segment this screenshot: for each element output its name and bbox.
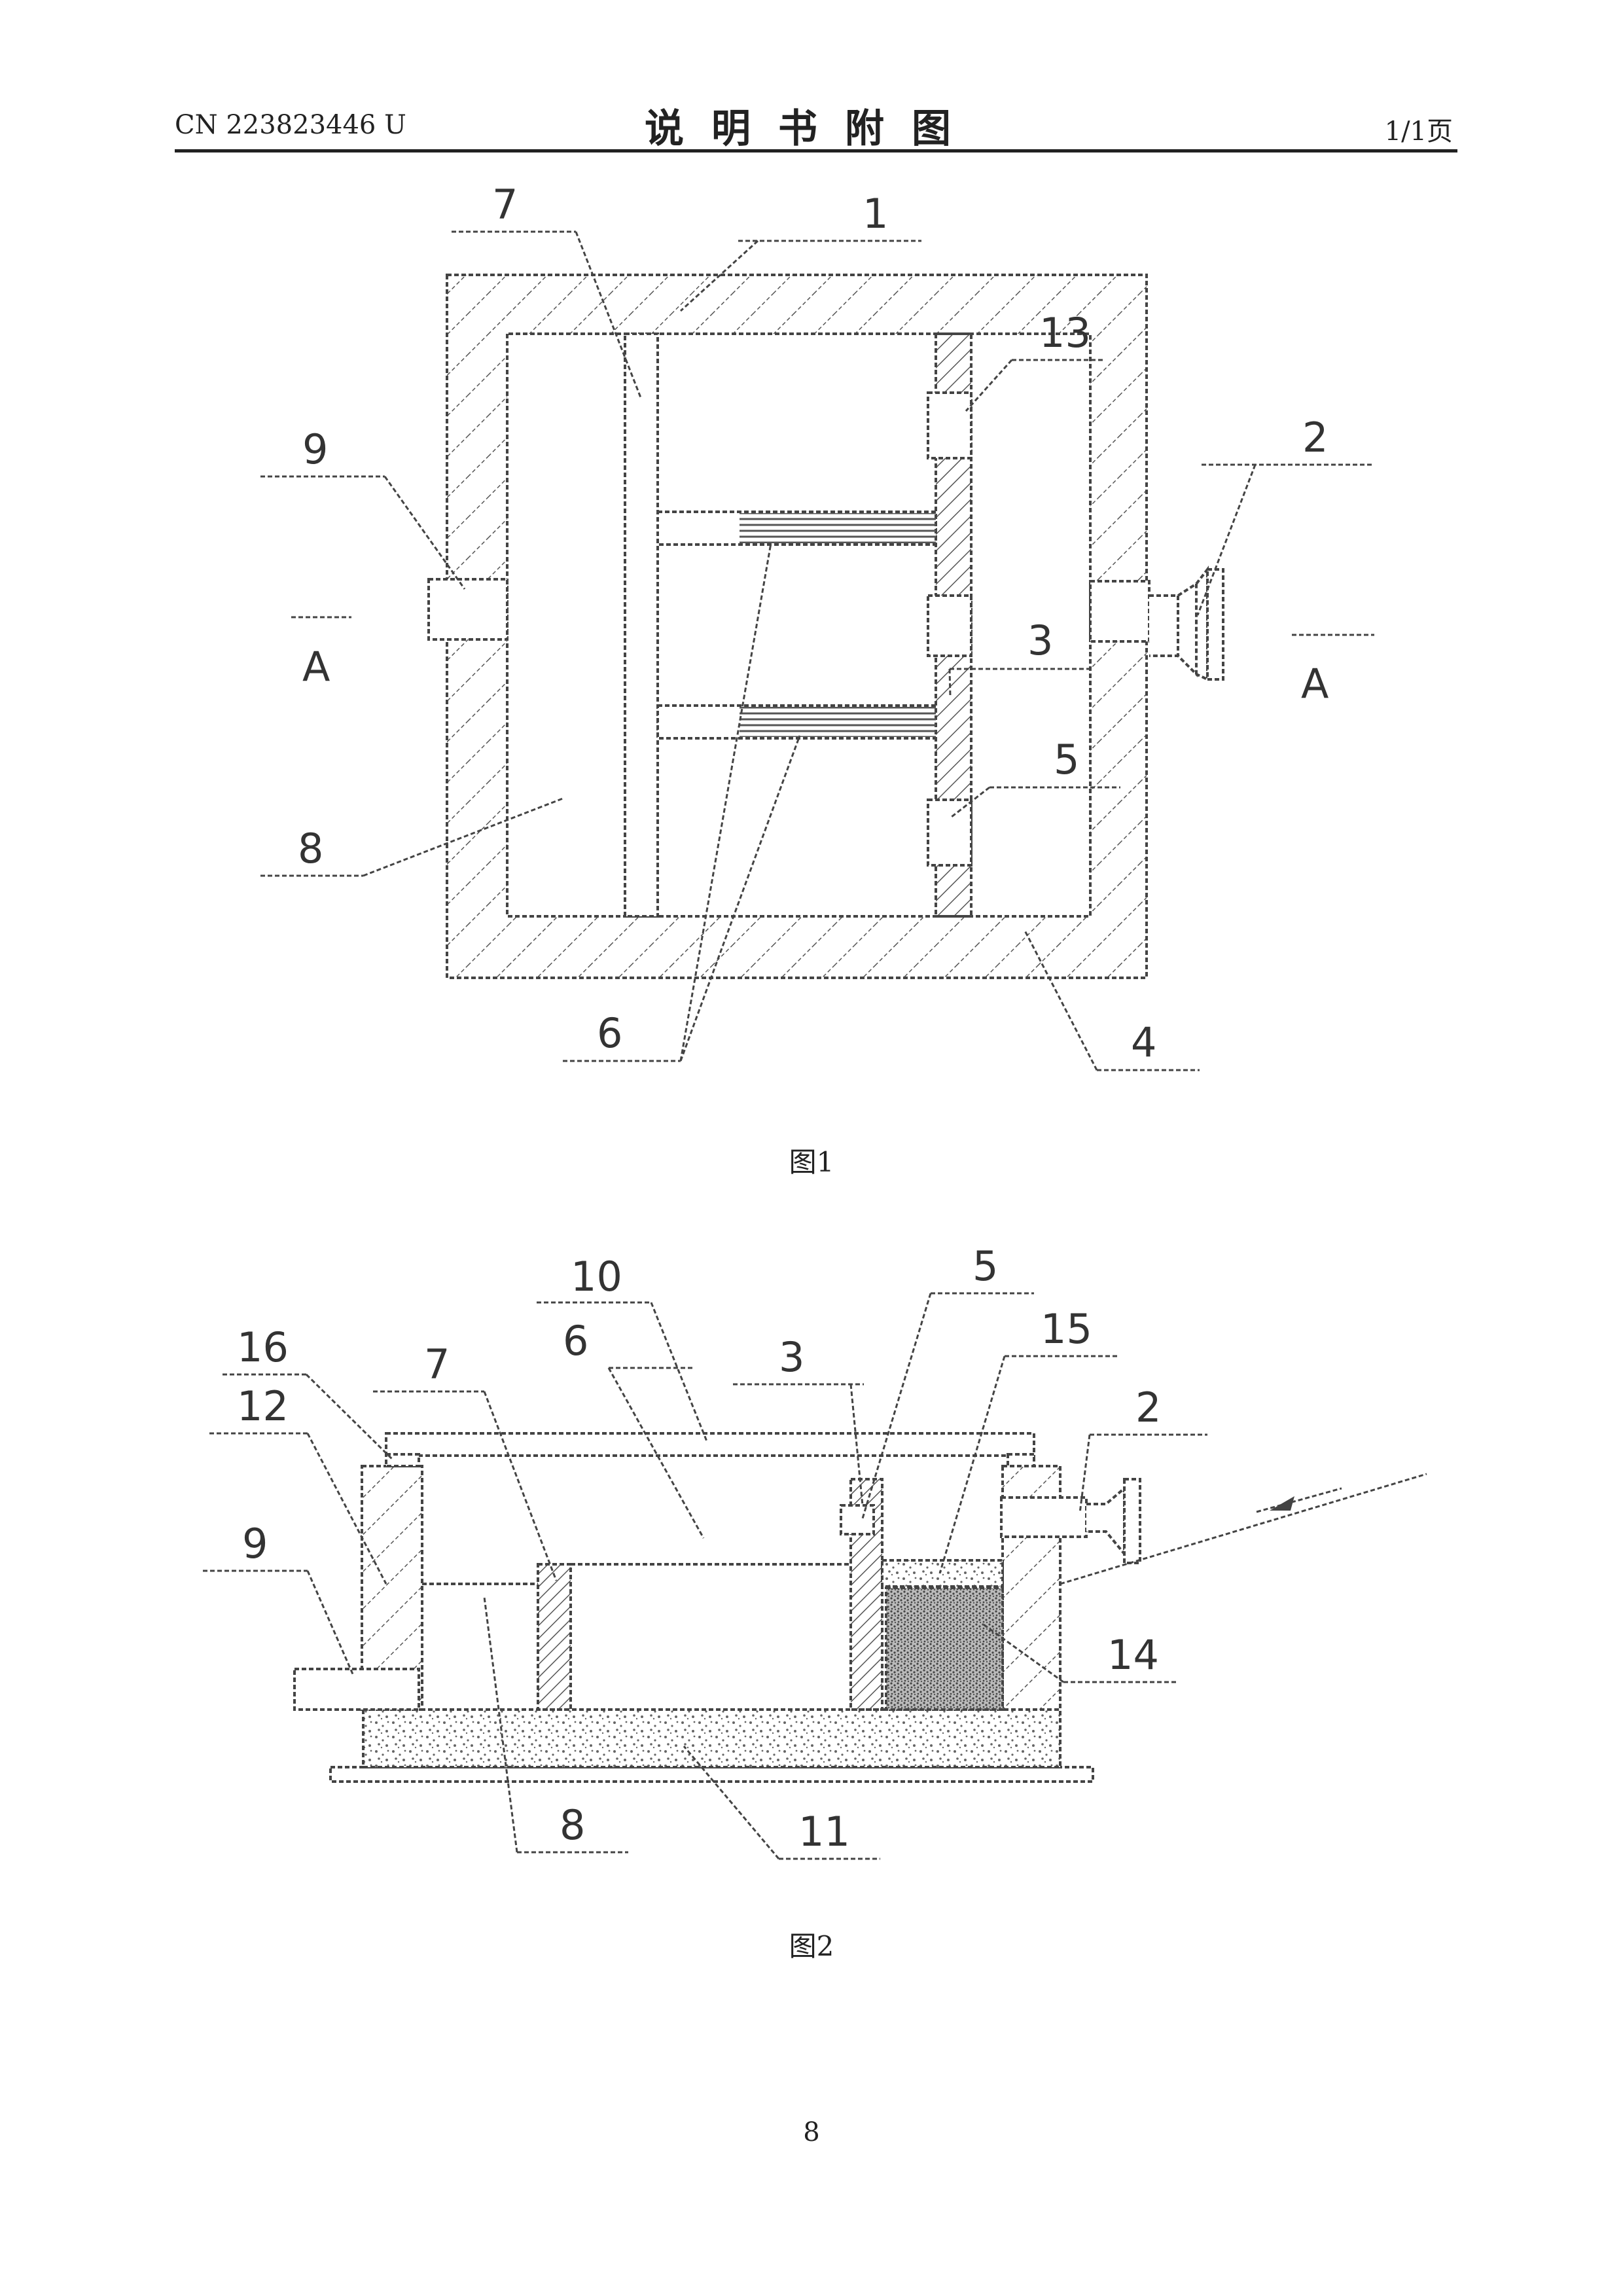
label-9: 9 xyxy=(302,425,328,473)
page-count: 1/1页 xyxy=(1385,110,1453,148)
label-8: 8 xyxy=(560,1801,585,1849)
label-2: 2 xyxy=(1135,1384,1161,1431)
label-13: 13 xyxy=(1039,309,1091,357)
label-11: 11 xyxy=(798,1808,850,1856)
figure-2-drawing: 10 5 15 16 7 6 3 12 2 9 14 8 11 xyxy=(0,1230,1623,1898)
partition-7 xyxy=(538,1564,571,1710)
label-3: 3 xyxy=(779,1333,804,1381)
label-7: 7 xyxy=(424,1340,450,1388)
pin-5 xyxy=(841,1505,874,1534)
label-1: 1 xyxy=(863,190,888,238)
connector-2-cup xyxy=(1086,1488,1124,1554)
figure-1-drawing: 1 7 13 9 2 3 5 8 6 4 A A xyxy=(0,170,1623,1126)
strip-6-lower-lines xyxy=(740,707,936,737)
connector-2 xyxy=(1001,1498,1086,1537)
figure-2-caption: 图2 xyxy=(0,1924,1623,1964)
flow-arrow xyxy=(1270,1496,1294,1511)
section-a-right: A xyxy=(1301,660,1329,708)
figure-1-caption: 图1 xyxy=(0,1140,1623,1180)
knob-9 xyxy=(429,579,507,639)
header-rule xyxy=(175,149,1457,152)
label-8: 8 xyxy=(298,825,323,872)
connector-2-cup xyxy=(1149,584,1196,674)
lid-10 xyxy=(386,1433,1034,1456)
slot-5 xyxy=(928,800,971,865)
slot-middle xyxy=(928,596,971,656)
slot-13 xyxy=(928,393,971,458)
connector-2 xyxy=(1090,581,1149,641)
label-6: 6 xyxy=(597,1009,622,1057)
label-5: 5 xyxy=(1054,736,1079,783)
seal-right xyxy=(1008,1454,1034,1466)
label-10: 10 xyxy=(571,1253,622,1300)
page-title: 说明书附图 xyxy=(0,97,1623,154)
seal-16 xyxy=(386,1454,419,1466)
page-number: 8 xyxy=(0,2117,1623,2147)
label-16: 16 xyxy=(237,1323,289,1371)
label-4: 4 xyxy=(1131,1018,1156,1066)
label-14: 14 xyxy=(1107,1631,1159,1679)
strip-6-upper-lines xyxy=(740,513,936,543)
label-6: 6 xyxy=(563,1317,588,1365)
label-2: 2 xyxy=(1302,414,1328,461)
label-12: 12 xyxy=(237,1382,289,1430)
partition-7 xyxy=(625,334,658,916)
connector-2-flange xyxy=(1196,569,1207,679)
label-3: 3 xyxy=(1027,617,1053,664)
label-9: 9 xyxy=(242,1520,268,1568)
label-7: 7 xyxy=(492,181,518,228)
knob-9 xyxy=(294,1669,419,1710)
filter-14 xyxy=(886,1588,1003,1710)
section-a-left: A xyxy=(302,643,330,691)
label-15: 15 xyxy=(1041,1305,1092,1353)
layer-11 xyxy=(363,1710,1060,1767)
label-5: 5 xyxy=(972,1242,998,1290)
